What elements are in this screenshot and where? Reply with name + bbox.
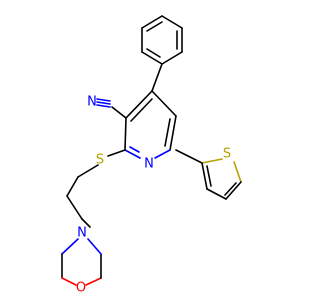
morpholine-o-label: O bbox=[76, 281, 86, 296]
phenyl-pyridine-bond bbox=[151, 63, 163, 92]
morpholine-ring: N O bbox=[61, 218, 102, 296]
thioether-s-label: S bbox=[96, 153, 104, 168]
pyridine-thiophene-bond bbox=[175, 149, 203, 164]
nitrile-n-label: N bbox=[87, 95, 97, 110]
thiophene-s-label: S bbox=[223, 147, 231, 162]
phenyl-ring bbox=[141, 15, 183, 65]
pyridine-ring bbox=[124, 90, 177, 159]
pyridine-n-label: N bbox=[144, 157, 154, 172]
thioether-linkage: S bbox=[66, 149, 126, 220]
nitrile-group: N bbox=[87, 95, 127, 119]
morpholine-n-label: N bbox=[77, 226, 87, 241]
thiophene-ring: S bbox=[201, 147, 242, 200]
molecule-structure: N S N S N O bbox=[61, 15, 242, 296]
